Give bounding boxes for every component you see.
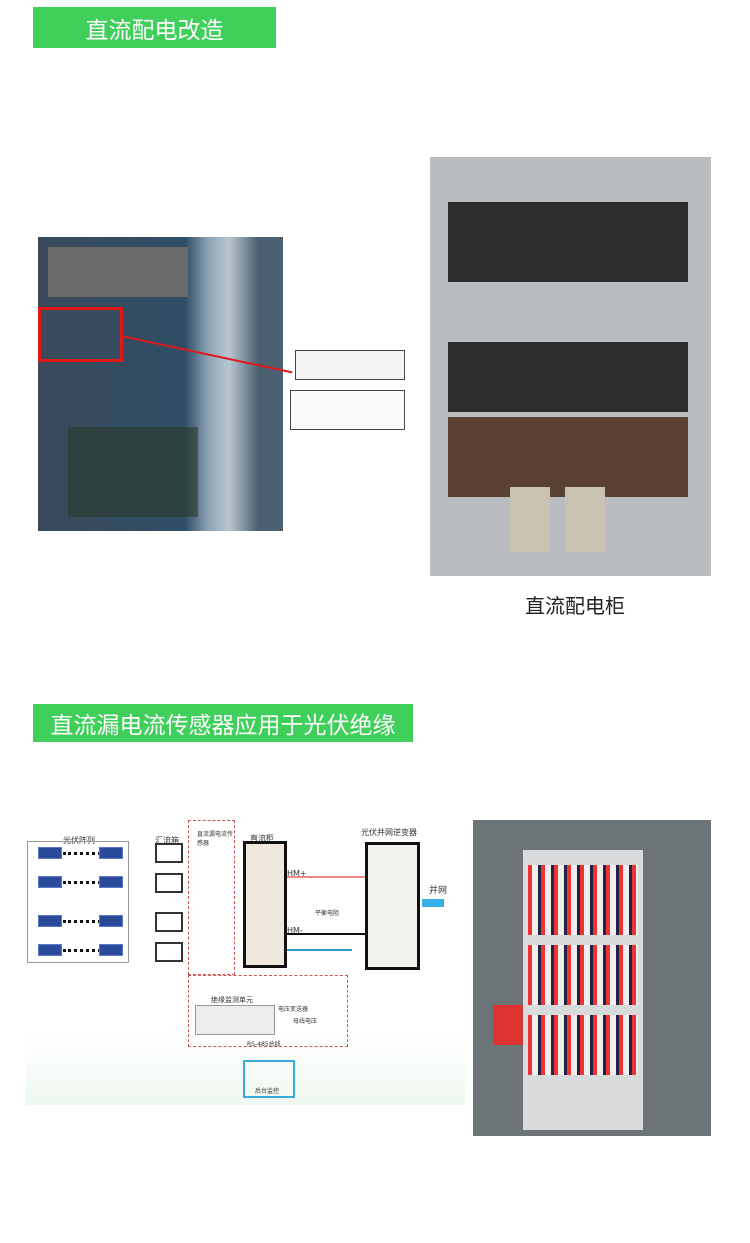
- insulation-unit-label: 绝缘监测单元: [211, 996, 253, 1004]
- solar-panel: [99, 847, 123, 859]
- combiner-box-label: 汇流箱: [155, 836, 179, 845]
- solar-panel: [38, 876, 62, 888]
- solar-panel: [99, 876, 123, 888]
- dc-cabinet-photo: [430, 157, 711, 576]
- grid-arrow-icon: [422, 899, 444, 907]
- inverter-label: 光伏并网逆变器: [361, 828, 417, 837]
- balance-resistor-label: 平衡电阻: [315, 910, 340, 917]
- pv-array-label: 光伏阵列: [63, 836, 95, 845]
- breaker-module-drawing: [285, 310, 410, 440]
- pv-array-box: [27, 841, 129, 963]
- rs485-label: RS-485总线: [247, 1041, 281, 1048]
- section-title-leakage-sensor: 直流漏电流传感器应用于光伏绝缘: [33, 704, 413, 742]
- breaker-installation-photo: [38, 237, 283, 531]
- solar-panel: [38, 915, 62, 927]
- voltage-transmitter-label: 电压变送器: [278, 1006, 309, 1013]
- leakage-sensor-label: 直流漏电流传感器: [197, 831, 234, 847]
- solar-panel: [99, 915, 123, 927]
- hm-minus-label: HM-: [287, 926, 303, 935]
- solar-panel: [38, 847, 62, 859]
- solar-panel: [99, 944, 123, 956]
- bus-voltage-label: 母线电压: [293, 1018, 318, 1025]
- grid-label: 并网: [429, 886, 448, 896]
- section-title-dc-retrofit: 直流配电改造: [33, 7, 276, 48]
- dc-cabinet-caption: 直流配电柜: [525, 594, 625, 618]
- hm-plus-label: HM+: [287, 869, 307, 878]
- pv-insulation-diagram: 光伏阵列 汇流箱 直流漏电流传感器 直流柜 HM+ HM- 平衡电阻 光伏并网逆…: [25, 815, 465, 1105]
- solar-panel: [38, 944, 62, 956]
- monitor-label: 后台监控: [255, 1088, 280, 1095]
- pv-cabinet-photo: [473, 820, 711, 1136]
- dc-cabinet-label: 直流柜: [250, 834, 274, 843]
